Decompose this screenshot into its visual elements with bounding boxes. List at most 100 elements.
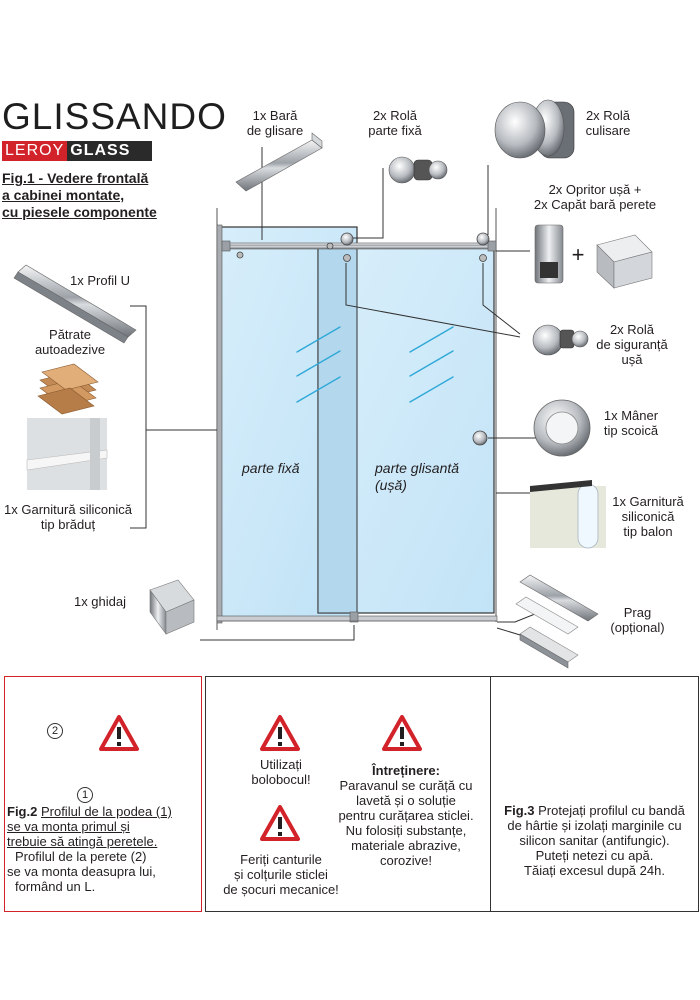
adhesive-squares-thumbnail	[37, 363, 99, 415]
door-stop-thumbnail	[534, 224, 564, 284]
label-line: autoadezive	[34, 342, 106, 357]
fig2-box: 2 1 Fig.2 Profilul de la podea (1) se va…	[4, 676, 202, 912]
label-balloon-seal: 1x Garnitură siliconică tip balon	[608, 494, 688, 539]
label-line: siliconică	[621, 509, 675, 524]
fig1-title-line: Fig.1 - Vedere frontală	[2, 170, 149, 186]
fig1-title: Fig.1 - Vedere frontală a cabinei montat…	[2, 170, 157, 221]
fig3-text-line: silicon sanitar (antifungic).	[519, 833, 670, 848]
warning-icon	[260, 715, 300, 751]
label-safety-roller: 2x Rolă de siguranță ușă	[592, 322, 672, 367]
maintenance-title: Întreținere:	[372, 763, 440, 778]
label-line: 2x Opritor ușă +	[548, 182, 642, 197]
maintenance-line: Paravanul se curăță cu	[339, 778, 473, 793]
warning-line: de șocuri mecanice!	[223, 882, 339, 897]
label-fixed-roller: 2x Rolă parte fixă	[355, 108, 435, 138]
fig1-title-line: cu piesele componente	[2, 204, 157, 220]
label-handle: 1x Mâner tip scoică	[596, 408, 666, 438]
label-line: de siguranță	[596, 337, 668, 352]
balloon-seal-thumbnail	[530, 480, 606, 549]
fig2-text-line: trebuie să atingă peretele.	[7, 834, 158, 849]
plus-sign: +	[571, 242, 585, 267]
label-line: tip brăduț	[40, 517, 96, 532]
label-adhesive-squares: Pătrate autoadezive	[20, 327, 120, 357]
label-line: 1x Bară	[252, 108, 298, 123]
fixed-panel-label: parte fixă	[242, 460, 300, 476]
label-line: 1x ghidaj	[73, 594, 127, 609]
fig3-title: Fig.3	[504, 803, 535, 818]
label-u-profile: 1x Profil U	[40, 273, 130, 288]
threshold-thumbnail	[515, 574, 599, 669]
label-line: 2x Rolă	[609, 322, 655, 337]
logo-sub-left: LEROY	[2, 141, 68, 161]
label-sliding-roller: 2x Rolă culisare	[578, 108, 638, 138]
fig3-text-line: Protejați profilul cu bandă	[538, 803, 685, 818]
maintenance-line: materiale abrazive,	[351, 838, 461, 853]
label-line: 1x Profil U	[70, 273, 130, 288]
maintenance-line: pentru curățarea sticlei.	[338, 808, 474, 823]
label-line: culisare	[585, 123, 631, 138]
label-line: de glisare	[246, 123, 304, 138]
warning-line: bolobocul!	[251, 772, 311, 787]
warning-line: și colțurile sticlei	[234, 867, 328, 882]
level-warning-text: Utilizați bolobocul!	[226, 757, 336, 787]
label-bar: 1x Bară de glisare	[240, 108, 310, 138]
marker-1: 1	[77, 787, 93, 803]
label-line: (ușă)	[375, 477, 407, 493]
fig1-title-line: a cabinei montate,	[2, 187, 125, 203]
warning-line: Utilizați	[260, 757, 302, 772]
fig3-text-line: Puteți netezi cu apă.	[535, 848, 654, 863]
fig2-text-line: Profilul de la perete (2)	[15, 849, 147, 864]
fig3-text-line: Tăiați excesul după 24h.	[524, 863, 665, 878]
end-cap-thumbnail	[596, 234, 653, 289]
fig2-text-line: se va monta primul și	[7, 819, 130, 834]
guide-thumbnail	[149, 579, 195, 635]
sliding-bar	[225, 242, 495, 250]
label-line: 1x Garnitură	[612, 494, 684, 509]
label-line: (opțional)	[610, 620, 665, 635]
leader-lines	[130, 147, 541, 641]
sliding-roller-thumbnail	[494, 99, 575, 159]
fig2-text: Fig.2 Profilul de la podea (1) se va mon…	[7, 804, 199, 894]
label-line: 2x Capăt bară perete	[533, 197, 657, 212]
label-guide: 1x ghidaj	[60, 594, 140, 609]
brand-sub-logo: LEROY GLASS	[2, 141, 152, 161]
maintenance-line: corozive!	[379, 853, 433, 868]
label-line: tip balon	[623, 524, 673, 539]
label-line: 1x Garnitură siliconică	[4, 502, 132, 517]
marker-2: 2	[47, 723, 63, 739]
fig2-text-line: Profilul de la podea (1)	[40, 804, 172, 819]
cabin-front-view	[216, 208, 498, 630]
safety-roller-thumbnail	[532, 324, 589, 356]
brand-logo: GLISSANDO	[2, 96, 227, 138]
warning-line: Feriți canturile	[240, 852, 322, 867]
fig2-text-line: formând un L.	[15, 879, 96, 894]
fig3-text: Fig.3 Protejați profilul cu bandă de hâr…	[493, 803, 696, 878]
fig3-box: Fig.3 Protejați profilul cu bandă de hâr…	[490, 676, 699, 912]
fig3-text-line: de hârtie și izolați marginile cu	[507, 818, 682, 833]
label-threshold: Prag (opțional)	[600, 605, 675, 635]
warning-icon	[260, 805, 300, 841]
glass-warning-text: Feriți canturile și colțurile sticlei de…	[208, 852, 354, 897]
safety-maintenance-box: Utilizați bolobocul! Feriți canturile și…	[205, 676, 492, 912]
label-door-stop: 2x Opritor ușă + 2x Capăt bară perete	[520, 182, 670, 212]
label-line: 2x Rolă	[372, 108, 418, 123]
fixed-roller-thumbnail	[388, 156, 448, 184]
label-line: Prag	[623, 605, 652, 620]
logo-sub-right: GLASS	[67, 141, 152, 161]
label-line: tip scoică	[603, 423, 659, 438]
label-line: parte glisantă	[375, 460, 460, 476]
u-profile	[216, 224, 223, 624]
label-tree-seal: 1x Garnitură siliconică tip brăduț	[0, 502, 136, 532]
label-line: ușă	[621, 352, 643, 367]
label-line: 1x Mâner	[603, 408, 659, 423]
handle-thumbnail	[533, 399, 591, 457]
label-line: parte fixă	[368, 123, 422, 138]
seal-photo-thumbnail	[26, 418, 108, 490]
warning-icon	[382, 715, 422, 751]
maintenance-line: lavetă și o soluție	[356, 793, 456, 808]
warning-icon	[99, 715, 139, 751]
fig2-text-line: se va monta deasupra lui,	[7, 864, 156, 879]
bar-thumbnail	[235, 132, 323, 192]
label-line: Pătrate	[49, 327, 91, 342]
